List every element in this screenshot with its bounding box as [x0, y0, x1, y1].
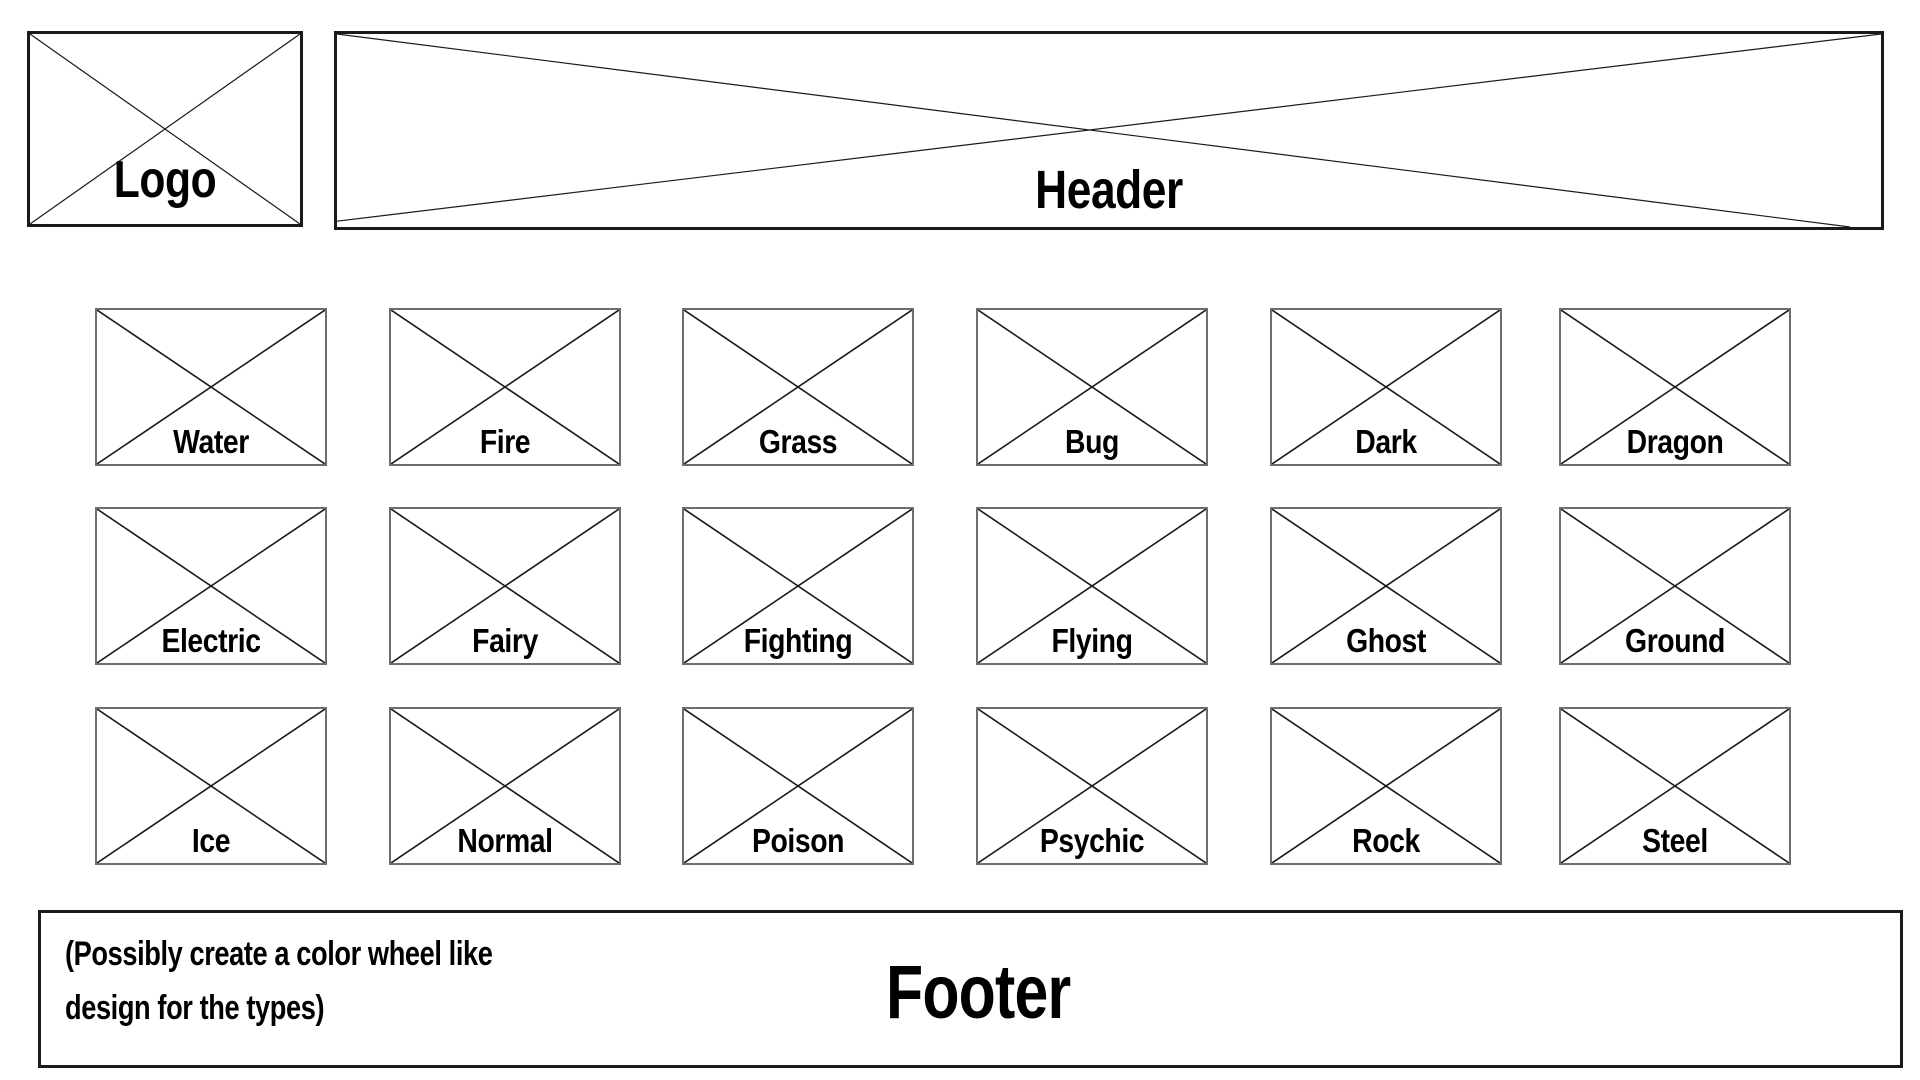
placeholder-cross-icon [391, 709, 619, 863]
type-tile-ghost[interactable]: Ghost [1270, 507, 1502, 665]
type-tile-water[interactable]: Water [95, 308, 327, 466]
type-tile-fire[interactable]: Fire [389, 308, 621, 466]
placeholder-cross-icon [97, 509, 325, 663]
type-tile-psychic[interactable]: Psychic [976, 707, 1208, 865]
placeholder-cross-icon [1272, 709, 1500, 863]
footer-note: (Possibly create a color wheel like desi… [65, 927, 513, 1035]
placeholder-cross-icon [97, 709, 325, 863]
placeholder-cross-icon [684, 310, 912, 464]
type-tile-normal[interactable]: Normal [389, 707, 621, 865]
placeholder-cross-icon [337, 34, 1881, 227]
type-tile-rock[interactable]: Rock [1270, 707, 1502, 865]
type-tile-ice[interactable]: Ice [95, 707, 327, 865]
footer-note-line-2: design for the types) [65, 989, 325, 1027]
placeholder-cross-icon [684, 509, 912, 663]
type-tile-bug[interactable]: Bug [976, 308, 1208, 466]
type-tile-grass[interactable]: Grass [682, 308, 914, 466]
placeholder-cross-icon [978, 709, 1206, 863]
type-tile-steel[interactable]: Steel [1559, 707, 1791, 865]
placeholder-cross-icon [978, 310, 1206, 464]
footer-label: Footer [886, 950, 1071, 1035]
placeholder-cross-icon [1272, 310, 1500, 464]
placeholder-cross-icon [1561, 310, 1789, 464]
footer-placeholder: (Possibly create a color wheel like desi… [38, 910, 1903, 1068]
type-tile-poison[interactable]: Poison [682, 707, 914, 865]
placeholder-cross-icon [391, 509, 619, 663]
header-placeholder: Header [334, 31, 1884, 230]
placeholder-cross-icon [1272, 509, 1500, 663]
type-tile-dark[interactable]: Dark [1270, 308, 1502, 466]
type-tile-flying[interactable]: Flying [976, 507, 1208, 665]
type-tile-fighting[interactable]: Fighting [682, 507, 914, 665]
placeholder-cross-icon [391, 310, 619, 464]
placeholder-cross-icon [30, 34, 300, 224]
type-tile-fairy[interactable]: Fairy [389, 507, 621, 665]
logo-placeholder: Logo [27, 31, 303, 227]
type-tile-ground[interactable]: Ground [1559, 507, 1791, 665]
placeholder-cross-icon [1561, 509, 1789, 663]
footer-note-line-1: (Possibly create a color wheel like [65, 935, 493, 973]
type-tile-electric[interactable]: Electric [95, 507, 327, 665]
placeholder-cross-icon [978, 509, 1206, 663]
placeholder-cross-icon [1561, 709, 1789, 863]
type-tile-dragon[interactable]: Dragon [1559, 308, 1791, 466]
placeholder-cross-icon [684, 709, 912, 863]
placeholder-cross-icon [97, 310, 325, 464]
